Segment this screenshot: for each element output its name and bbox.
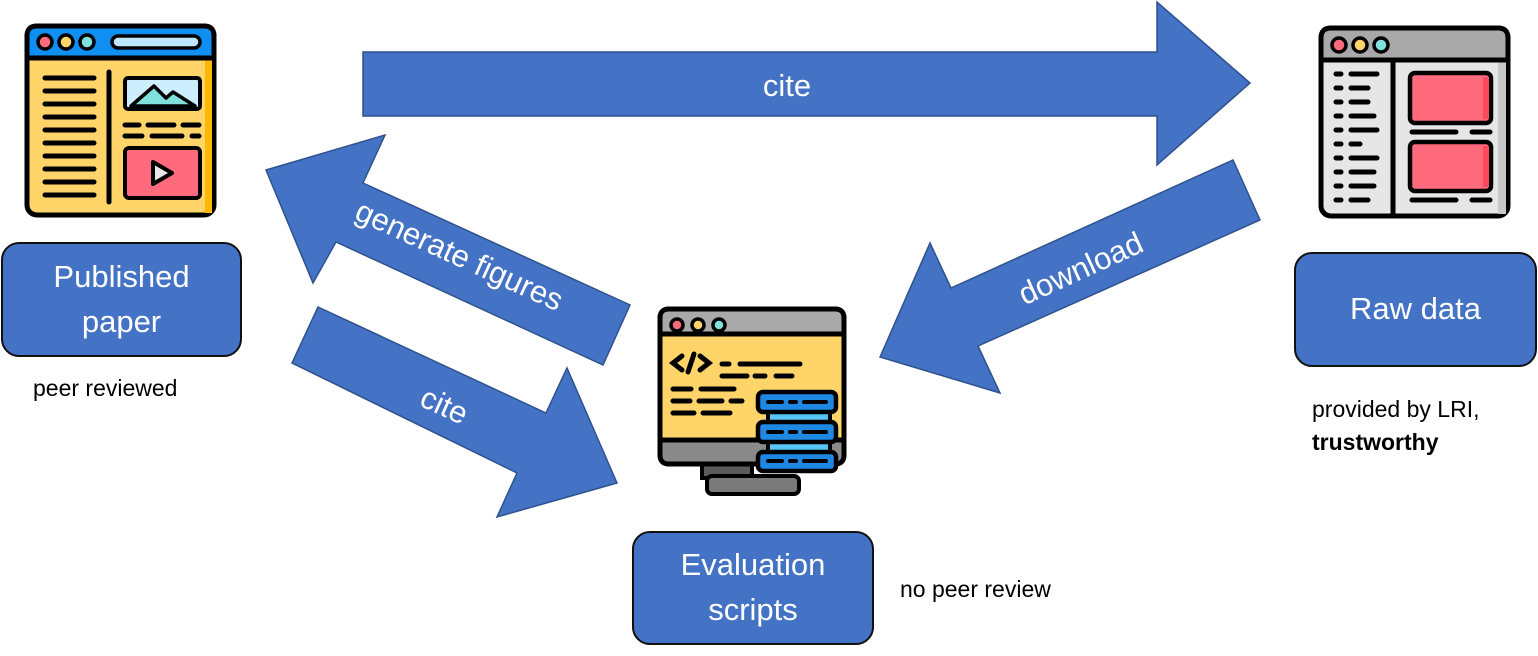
published-paper-note: peer reviewed <box>33 375 178 401</box>
raw-data-note-line1: provided by LRI, <box>1312 396 1480 422</box>
code-monitor-server-icon <box>657 306 847 496</box>
data-browser-window-icon <box>1318 25 1511 219</box>
node-evaluation-scripts: Evaluation scripts <box>632 531 874 645</box>
trustworthy-label: trustworthy <box>1312 429 1439 456</box>
published-paper-label-line2: paper <box>81 303 162 339</box>
node-raw-data: Raw data <box>1294 252 1537 367</box>
web-article-icon <box>24 23 217 218</box>
raw-data-note-line2: trustworthy <box>1312 426 1479 459</box>
raw-data-note: provided by LRI, trustworthy <box>1312 393 1479 460</box>
published-paper-label-line1: Published <box>53 258 190 294</box>
arrow-cite-top: cite <box>362 0 1252 167</box>
evaluation-scripts-note: no peer review <box>900 576 1051 602</box>
node-published-paper: Published paper <box>1 242 242 357</box>
evaluation-scripts-label-line2: scripts <box>708 592 798 627</box>
evaluation-scripts-label-line1: Evaluation <box>680 547 826 583</box>
arrow-download: download <box>878 159 1261 395</box>
raw-data-label: Raw data <box>1350 291 1481 327</box>
arrow-cite-bottom: cite <box>291 306 619 519</box>
arrow-label-cite-top: cite <box>763 68 811 103</box>
